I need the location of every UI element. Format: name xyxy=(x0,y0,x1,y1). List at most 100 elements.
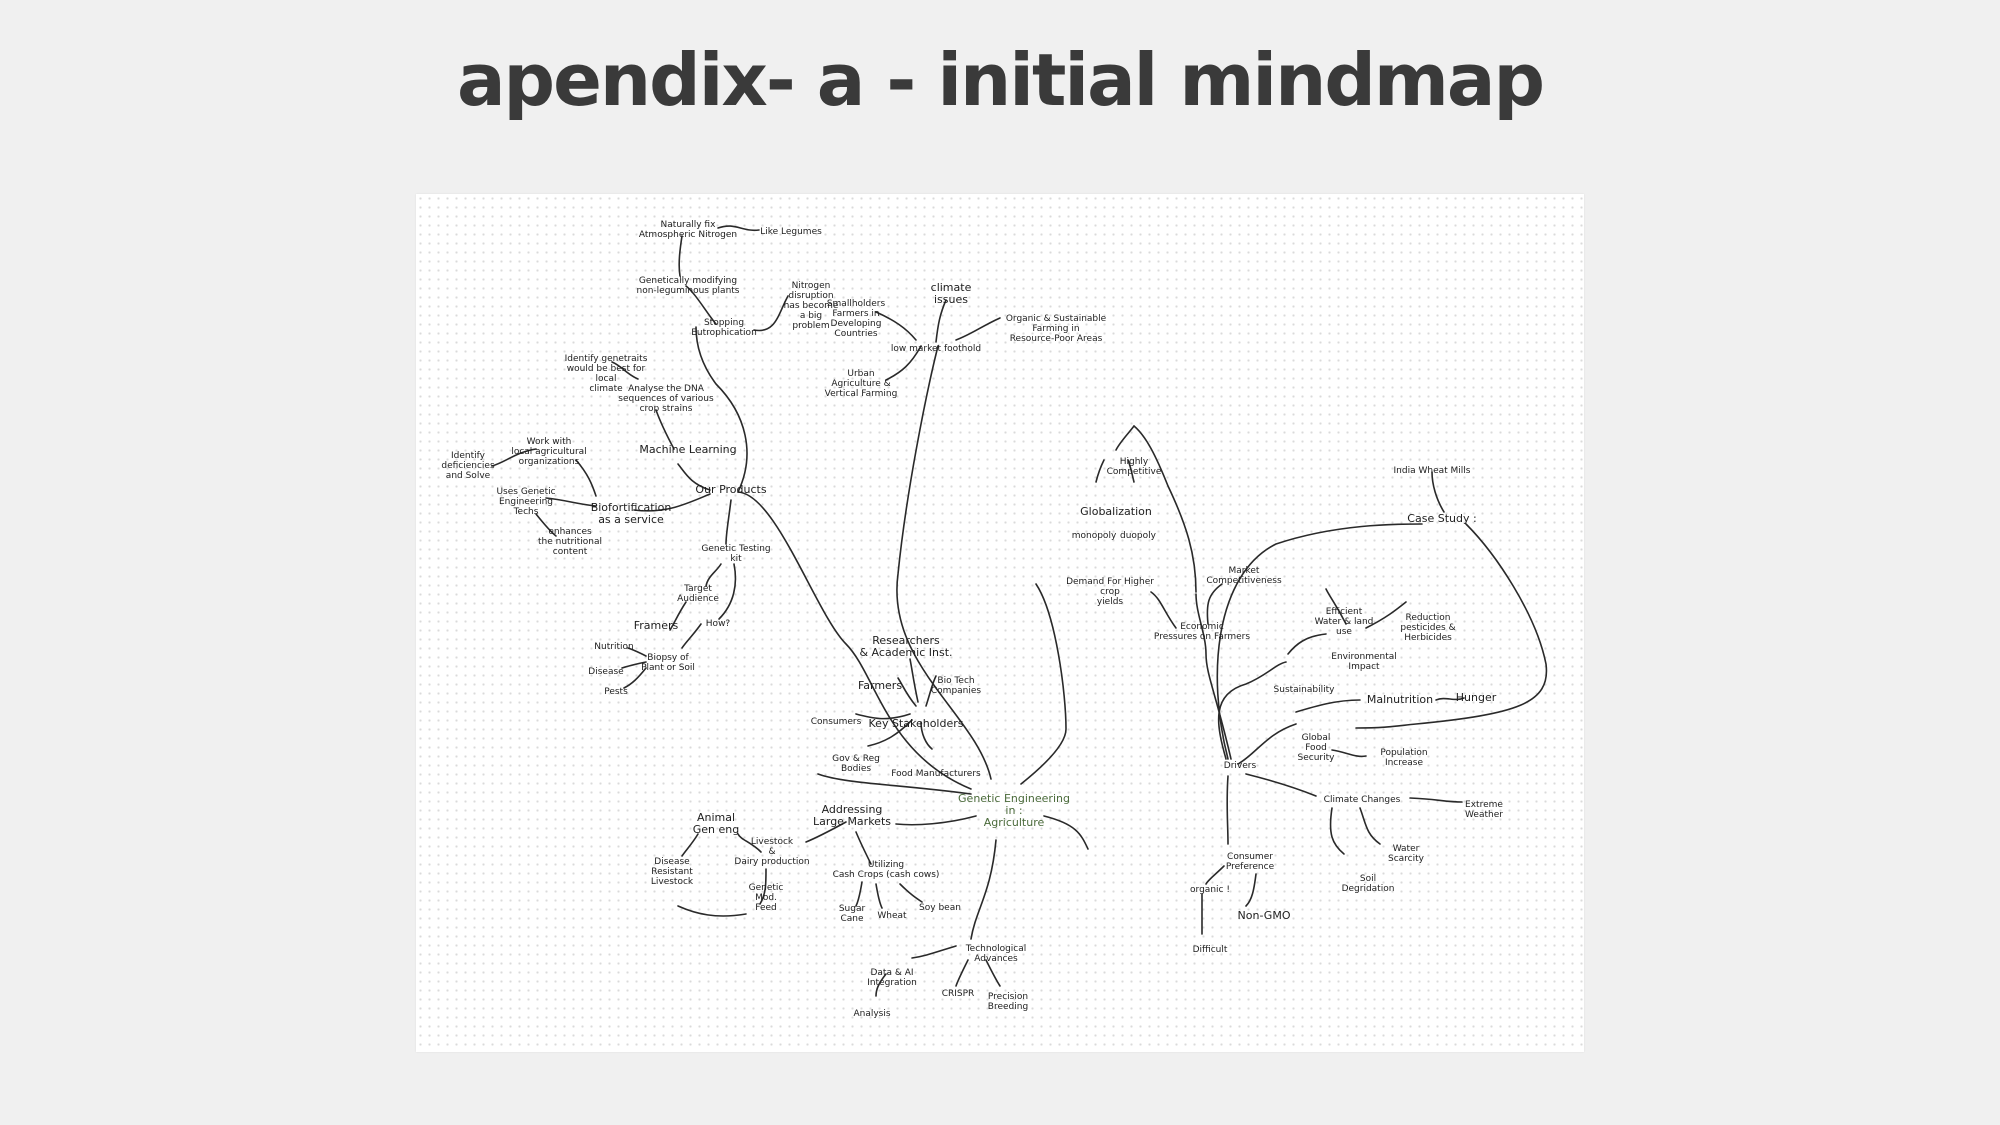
edge-products-testing xyxy=(725,499,732,545)
edge-env-efficient xyxy=(1325,588,1347,625)
edge-biofort-work xyxy=(575,459,597,497)
edge-eutro-gm xyxy=(685,285,717,325)
node-difficult: Difficult xyxy=(1192,945,1228,955)
node-framers: Framers xyxy=(633,619,679,632)
node-consumer-preference: Consumer Preference xyxy=(1225,852,1275,872)
node-climate-issues: climate issues xyxy=(930,281,972,306)
edge-global-malnutrition xyxy=(1295,699,1361,713)
edge-case-india xyxy=(1431,471,1445,513)
node-genetic-mod-feed: Genetic Mod. Feed xyxy=(748,883,784,913)
edge-testing-target xyxy=(705,563,722,587)
node-identify-genetraits: Identify genetraits would be best for lo… xyxy=(564,354,648,394)
node-soy-bean: Soy bean xyxy=(919,903,961,913)
edge-case-right xyxy=(1355,523,1548,729)
node-food-manufacturers: Food Manufacturers xyxy=(891,769,981,779)
edge-economic-highly xyxy=(1133,425,1197,593)
mindmap-board: Genetic Engineering in : Agriculture Our… xyxy=(416,194,1584,1052)
edge-drivers-consumer xyxy=(1226,775,1229,845)
node-machine-learning: Machine Learning xyxy=(639,443,737,456)
node-gov-bodies: Gov & Reg Bodies xyxy=(832,754,880,774)
edge-util-soy xyxy=(899,883,923,903)
edge-sustain-env xyxy=(1287,633,1327,655)
node-disease-resistant: Disease Resistant Livestock xyxy=(650,857,694,887)
node-sugar-cane: Sugar Cane xyxy=(838,904,866,924)
edge-center-drivers xyxy=(1020,583,1067,785)
node-key-stakeholders: Key Stakeholders xyxy=(868,717,964,730)
node-global-food: Global Food Security xyxy=(1297,733,1335,763)
node-highly-competitive: Highly Competitive xyxy=(1106,457,1162,477)
edge-highly-glob xyxy=(1115,425,1135,451)
edge-ml-dna xyxy=(655,409,675,450)
edge-center-addressing xyxy=(895,815,977,826)
edge-tech-crispr xyxy=(955,959,969,987)
edge-fix-legumes xyxy=(717,225,760,232)
edge-products-eutro xyxy=(695,326,748,493)
node-case-study: Case Study : xyxy=(1407,512,1477,525)
node-economic: Economic Pressures on Farmers xyxy=(1153,622,1251,642)
node-reduction: Reduction pesticides & Herbicides xyxy=(1400,613,1456,643)
edge-glob-mono xyxy=(1095,459,1105,483)
node-globalization: Globalization xyxy=(1080,505,1152,518)
edge-drivers-sustain xyxy=(1217,661,1287,760)
edge-center-tech xyxy=(970,839,997,940)
node-market-competitiveness: Market Competitiveness xyxy=(1206,566,1282,586)
node-biotech: Bio Tech Companies xyxy=(930,676,982,696)
edge-sh-consumers xyxy=(855,713,911,720)
node-uses-genetic: Uses Genetic Engineering Techs xyxy=(496,487,556,517)
node-naturally-fix: Naturally fix Atmospheric Nitrogen xyxy=(638,220,738,240)
edge-economic-market xyxy=(1206,583,1223,625)
edge-work-identify xyxy=(491,448,537,467)
edge-eutro-problem xyxy=(753,295,789,332)
edge-biofort-uses xyxy=(545,497,597,507)
node-target-audience: Target Audience xyxy=(677,584,719,604)
edge-drivers-case xyxy=(1216,523,1423,760)
edge-biopsy-disease xyxy=(621,661,647,669)
node-population: Population Increase xyxy=(1380,748,1428,768)
edge-global-population xyxy=(1331,749,1367,758)
edge-lm-small xyxy=(875,311,917,341)
center-node: Genetic Engineering in : Agriculture xyxy=(958,792,1070,829)
node-wheat: Wheat xyxy=(877,911,907,921)
edge-livestock-animal xyxy=(737,833,762,853)
node-hunger: Hunger xyxy=(1455,691,1497,704)
node-genetic-testing: Genetic Testing kit xyxy=(701,544,771,564)
node-nitrogen-problem: Nitrogen disruption has become a big pro… xyxy=(783,281,839,331)
node-analysis: Analysis xyxy=(853,1009,891,1019)
node-livestock: Livestock & Dairy production xyxy=(734,837,810,867)
node-urban: Urban Agriculture & Vertical Farming xyxy=(824,369,898,399)
edge-consumer-organic xyxy=(1205,865,1225,885)
edge-sh-gov xyxy=(867,719,913,747)
node-farmers: Farmers xyxy=(857,679,903,692)
node-enhances: enhances the nutritional content xyxy=(537,527,603,557)
node-biofortification: Biofortification as a service xyxy=(590,501,672,526)
edge-addr-utilizing xyxy=(855,831,872,865)
node-environmental: Environmental Impact xyxy=(1331,652,1397,672)
edge-sh-biotech xyxy=(925,675,937,707)
node-how: How? xyxy=(705,619,731,629)
node-duopoly: duopoly xyxy=(1120,531,1156,541)
node-organic-q: organic ! xyxy=(1190,885,1230,895)
edge-uses-enhances xyxy=(535,513,557,537)
edge-how-biopsy xyxy=(681,623,702,649)
node-pests: Pests xyxy=(604,687,628,697)
edge-drivers-climate xyxy=(1245,773,1317,797)
edge-products-ml xyxy=(677,463,711,491)
node-analyse-dna: Analyse the DNA sequences of various cro… xyxy=(618,384,714,414)
edge-target-framers xyxy=(669,601,687,631)
edge-util-wheat xyxy=(875,883,883,909)
node-extreme-weather: Extreme Weather xyxy=(1465,800,1503,820)
node-low-market: low market foothold xyxy=(890,344,982,354)
node-crispr: CRISPR xyxy=(941,989,975,999)
node-technological: Technological Advances xyxy=(965,944,1027,964)
node-drivers: Drivers xyxy=(1223,761,1257,771)
edge-tech-data xyxy=(911,945,957,959)
edge-lm-urban xyxy=(885,345,922,381)
edge-glob-duo xyxy=(1127,459,1135,483)
edge-center-consumer xyxy=(1043,815,1089,850)
edge-climate-extreme xyxy=(1409,797,1463,803)
node-disease: Disease xyxy=(588,667,624,677)
node-like-legumes: Like Legumes xyxy=(760,227,822,237)
node-malnutrition: Malnutrition xyxy=(1366,693,1434,706)
edge-sh-food xyxy=(920,721,933,750)
edge-center-products xyxy=(737,491,972,790)
